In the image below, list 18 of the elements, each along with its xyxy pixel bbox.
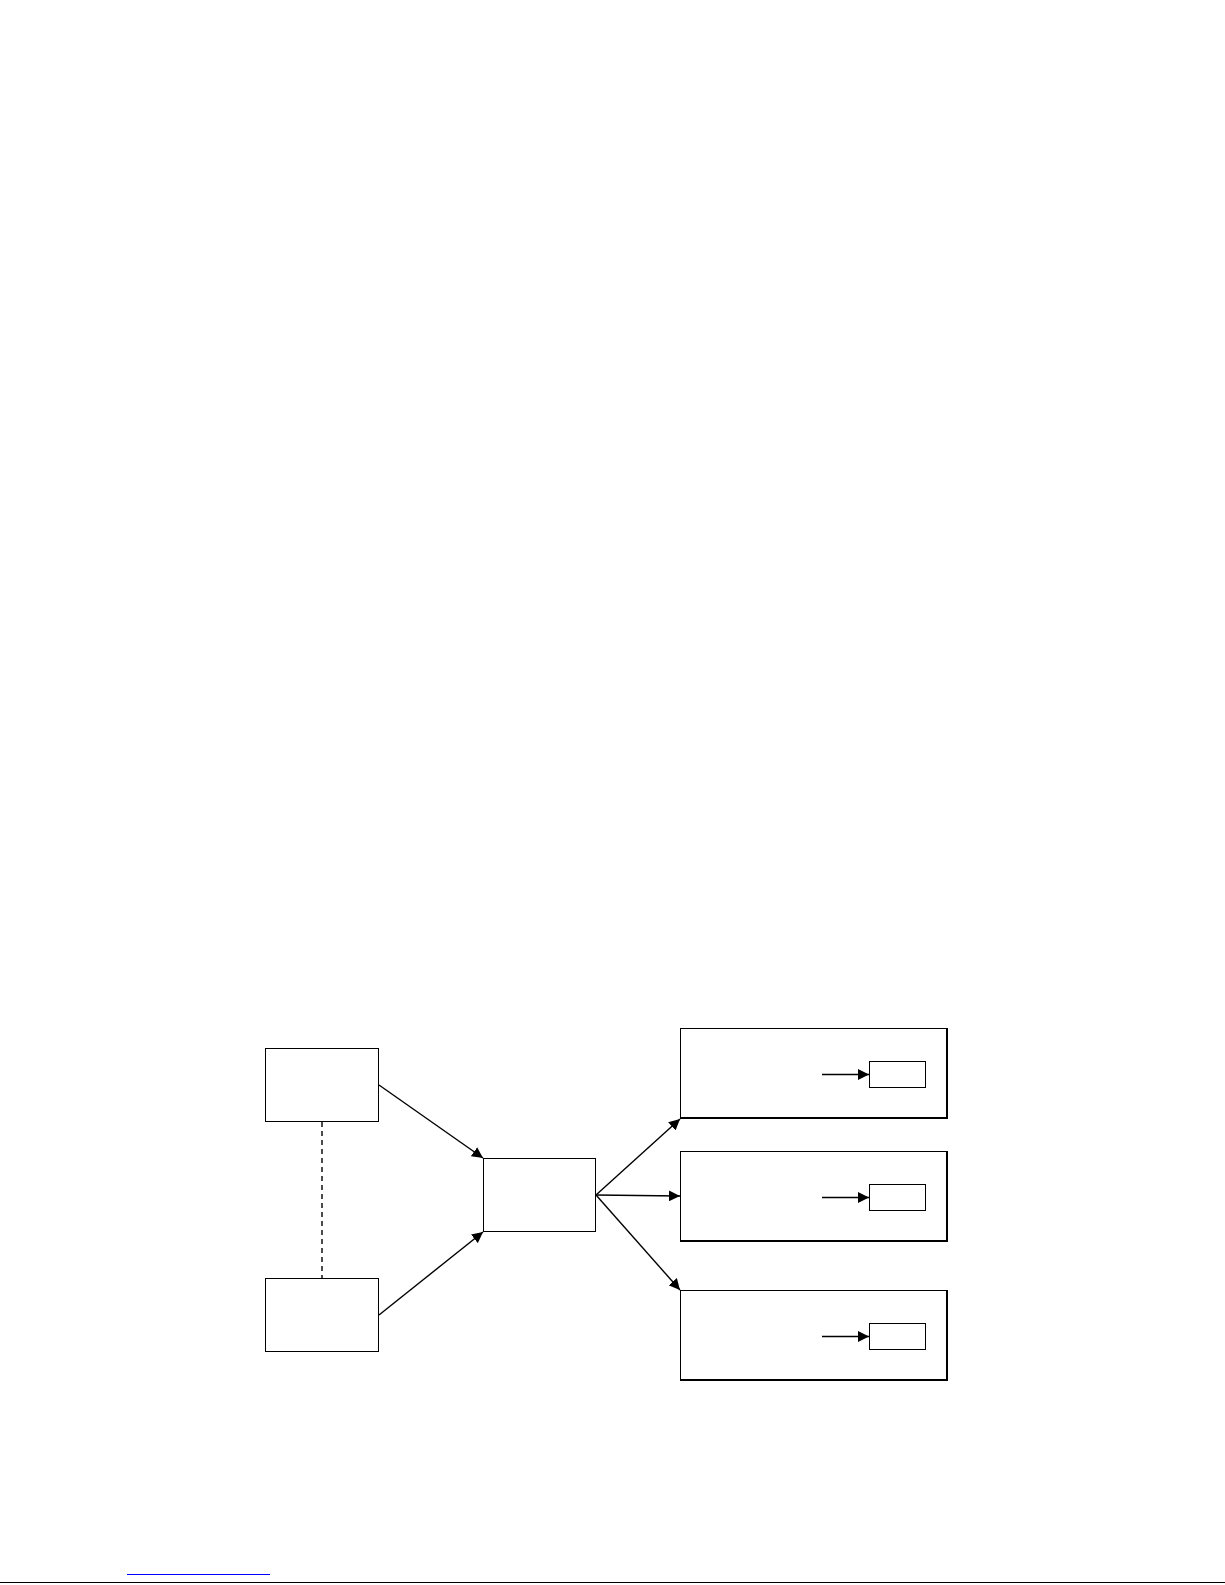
process-box	[868, 1183, 926, 1211]
arrow	[595, 1194, 681, 1291]
arrow	[378, 1231, 484, 1316]
process-box	[483, 1158, 596, 1232]
process-box	[680, 1151, 948, 1242]
arrow	[821, 1192, 870, 1203]
arrow	[595, 1118, 681, 1196]
arrow	[595, 1190, 681, 1202]
process-box	[680, 1290, 948, 1381]
process-box	[265, 1278, 379, 1352]
arrow	[378, 1084, 484, 1159]
process-box	[868, 1060, 926, 1088]
arrow	[821, 1331, 870, 1342]
process-box	[680, 1028, 948, 1119]
connector-line	[321, 1121, 323, 1279]
arrow	[821, 1069, 870, 1080]
process-box	[868, 1322, 926, 1350]
process-box	[265, 1048, 379, 1122]
